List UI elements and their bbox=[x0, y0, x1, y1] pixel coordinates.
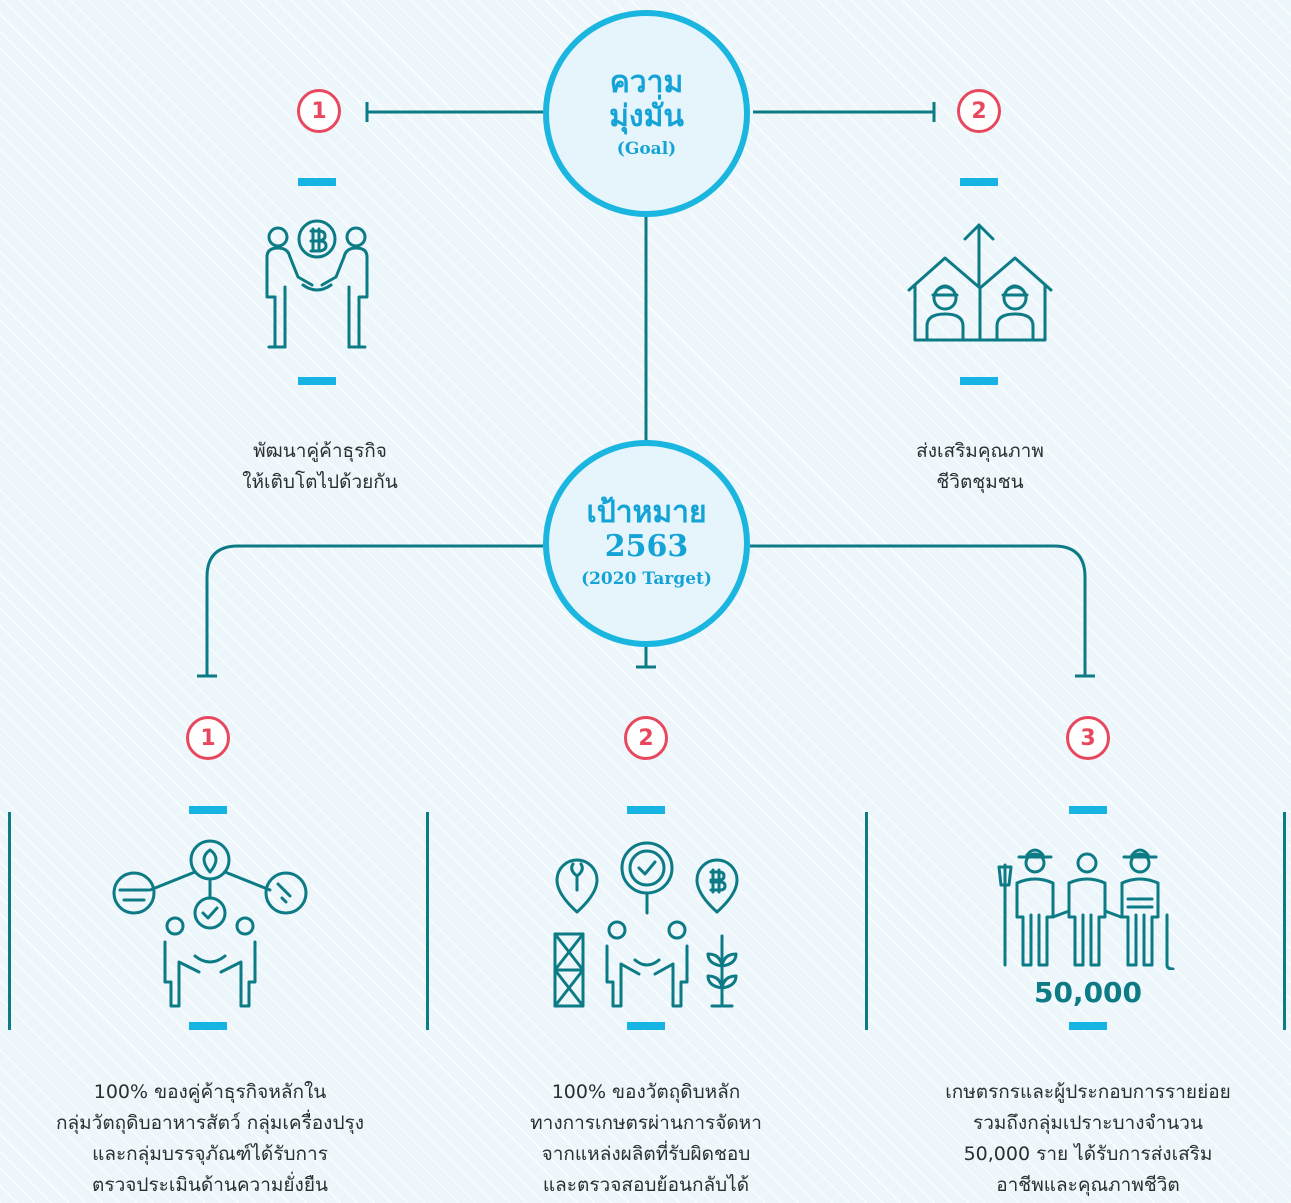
traceable-sourcing-icon bbox=[553, 841, 739, 1008]
target-item-2-label-line: จากแหล่งผลิตที่รับผิดชอบ bbox=[541, 1143, 751, 1165]
goal-item-1-number: 1 bbox=[297, 89, 341, 133]
supplier-assessment-icon bbox=[112, 839, 308, 1008]
target-item-3-dash-top bbox=[1069, 806, 1107, 814]
target-item-1-dash-top bbox=[189, 806, 227, 814]
goal-title-line2: มุ่งมั่น bbox=[609, 98, 684, 134]
goal-item-2-number: 2 bbox=[957, 89, 1001, 133]
target-item-3-label-line: รวมถึงกลุ่มเปราะบางจำนวน bbox=[973, 1112, 1203, 1134]
divider-left bbox=[8, 812, 11, 1030]
goal-item-2-label-line: ส่งเสริมคุณภาพ bbox=[916, 440, 1044, 462]
target-item-2-label-line: 100% ของวัตถุดิบหลัก bbox=[551, 1081, 741, 1103]
target-item-3-label-line: เกษตรกรและผู้ประกอบการรายย่อย bbox=[945, 1081, 1231, 1103]
target-item-3-label-line: อาชีพและคุณภาพชีวิต bbox=[996, 1174, 1180, 1196]
target-item-2-number: 2 bbox=[624, 716, 668, 760]
target-item-2-dash-bottom bbox=[627, 1022, 665, 1030]
goal-item-1-label: พัฒนาคู่ค้าธุรกิจ ให้เติบโตไปด้วยกัน bbox=[170, 436, 470, 498]
target-item-1-number: 1 bbox=[186, 716, 230, 760]
target-item-3-count: 50,000 bbox=[1033, 976, 1143, 1009]
farmers-group-icon bbox=[997, 848, 1175, 970]
target-item-1-label-line: ตรวจประเมินด้านความยั่งยืน bbox=[92, 1174, 328, 1196]
target-subtitle: (2020 Target) bbox=[581, 568, 712, 589]
goal-item-2-dash-bottom bbox=[960, 377, 998, 385]
target-item-2-dash-top bbox=[627, 806, 665, 814]
goal-item-1-dash-top bbox=[298, 178, 336, 186]
target-title-line1: เป้าหมาย bbox=[586, 494, 707, 530]
target-item-3-label-line: 50,000 ราย ได้รับการส่งเสริม bbox=[963, 1143, 1213, 1165]
target-item-2-label-line: และตรวจสอบย้อนกลับได้ bbox=[542, 1174, 750, 1196]
goal-subtitle: (Goal) bbox=[616, 138, 677, 159]
goal-circle: ความ มุ่งมั่น (Goal) bbox=[543, 10, 750, 217]
target-item-3-dash-bottom bbox=[1069, 1022, 1107, 1030]
partners-handshake-baht-icon bbox=[265, 219, 369, 349]
goal-item-2-dash-top bbox=[960, 178, 998, 186]
goal-item-1-label-line: พัฒนาคู่ค้าธุรกิจ bbox=[253, 440, 387, 462]
target-item-1-label-line: กลุ่มวัตถุดิบอาหารสัตว์ กลุ่มเครื่องปรุง bbox=[55, 1112, 365, 1134]
community-houses-icon bbox=[907, 223, 1053, 342]
target-item-1-label: 100% ของคู่ค้าธุรกิจหลักใน กลุ่มวัตถุดิบ… bbox=[10, 1077, 410, 1201]
goal-item-2-label: ส่งเสริมคุณภาพ ชีวิตชุมชน bbox=[830, 436, 1130, 498]
target-item-1-dash-bottom bbox=[189, 1022, 227, 1030]
target-item-1-label-line: และกลุ่มบรรจุภัณฑ์ได้รับการ bbox=[92, 1143, 328, 1165]
goal-item-1-label-line: ให้เติบโตไปด้วยกัน bbox=[242, 471, 398, 493]
target-item-3-number: 3 bbox=[1066, 716, 1110, 760]
target-circle: เป้าหมาย 2563 (2020 Target) bbox=[543, 440, 750, 647]
divider-middle-left bbox=[426, 812, 429, 1030]
divider-middle-right bbox=[865, 812, 868, 1030]
target-item-3-label: เกษตรกรและผู้ประกอบการรายย่อย รวมถึงกลุ่… bbox=[888, 1077, 1288, 1201]
target-title-line2: 2563 bbox=[604, 528, 689, 564]
divider-right bbox=[1283, 812, 1286, 1030]
goal-item-2-label-line: ชีวิตชุมชน bbox=[936, 471, 1024, 493]
target-item-1-label-line: 100% ของคู่ค้าธุรกิจหลักใน bbox=[93, 1081, 327, 1103]
target-item-2-label: 100% ของวัตถุดิบหลัก ทางการเกษตรผ่านการจ… bbox=[446, 1077, 846, 1201]
target-item-2-label-line: ทางการเกษตรผ่านการจัดหา bbox=[530, 1112, 762, 1134]
goal-title-line1: ความ bbox=[609, 64, 684, 100]
goal-item-1-dash-bottom bbox=[298, 377, 336, 385]
